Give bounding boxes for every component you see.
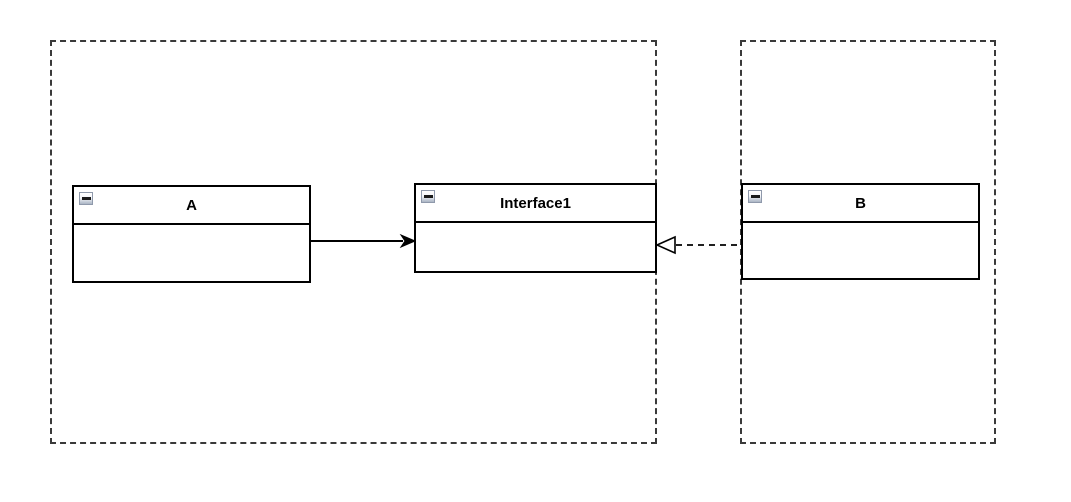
collapse-button[interactable] bbox=[748, 190, 762, 203]
class-title-a: A bbox=[74, 187, 309, 225]
association-arrow-a-to-interface1[interactable] bbox=[311, 233, 416, 249]
minus-icon bbox=[81, 197, 91, 200]
class-label-a: A bbox=[186, 196, 197, 214]
class-box-interface1[interactable]: Interface1 bbox=[414, 183, 657, 273]
collapse-button[interactable] bbox=[421, 190, 435, 203]
class-box-a[interactable]: A bbox=[72, 185, 311, 283]
realization-arrow-b-to-interface1[interactable] bbox=[656, 235, 743, 255]
class-label-interface1: Interface1 bbox=[500, 194, 571, 212]
class-title-b: B bbox=[743, 185, 978, 223]
minus-icon bbox=[423, 195, 433, 198]
class-title-interface1: Interface1 bbox=[416, 185, 655, 223]
class-box-b[interactable]: B bbox=[741, 183, 980, 280]
minus-icon bbox=[750, 195, 760, 198]
collapse-button[interactable] bbox=[79, 192, 93, 205]
class-label-b: B bbox=[855, 194, 866, 212]
